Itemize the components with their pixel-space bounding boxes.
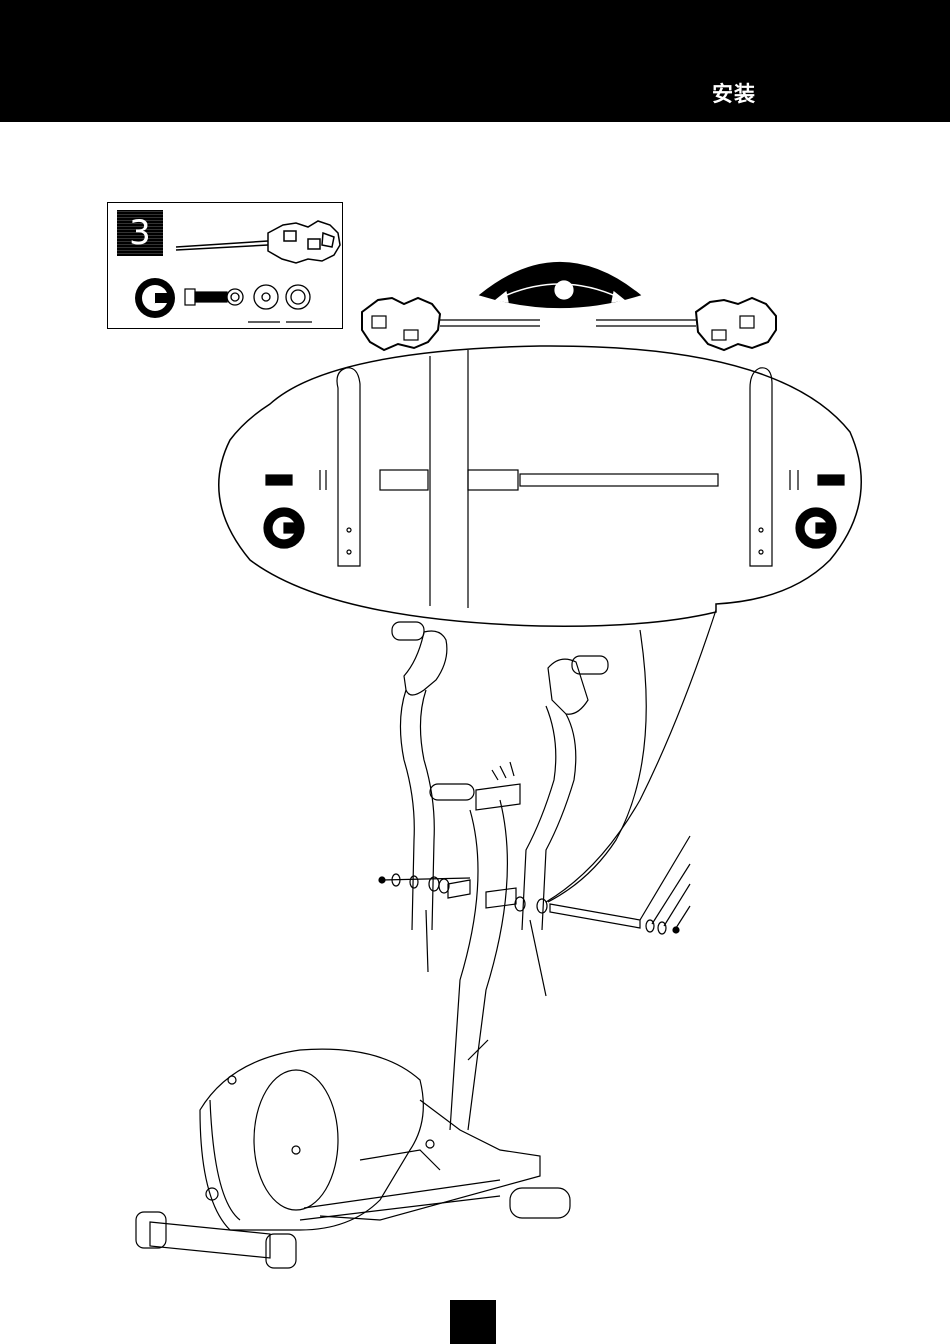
- page-number-tab: [450, 1300, 496, 1344]
- detail-c-label-left: [264, 508, 304, 548]
- tightening-tools-icon: [362, 263, 776, 351]
- right-hardware-exploded: [468, 836, 690, 1060]
- left-hardware-exploded: [379, 874, 470, 972]
- elliptical-base-frame: [136, 1049, 570, 1268]
- detail-c-label-right: [796, 508, 836, 548]
- console-post: [430, 762, 520, 1130]
